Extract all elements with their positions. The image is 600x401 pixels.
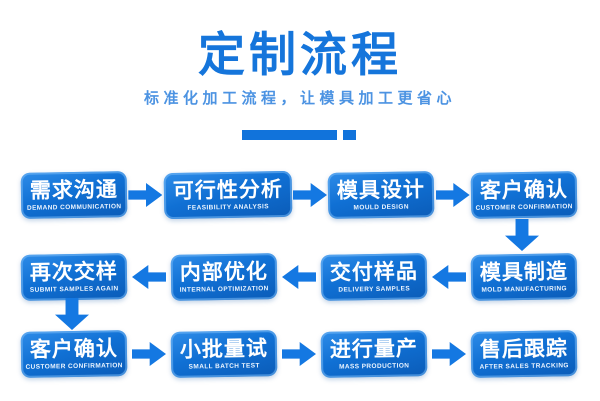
arrow-right-icon xyxy=(132,342,166,366)
arrow-right-icon xyxy=(128,183,163,207)
step-subtitle: MOLD MANUFACTURING xyxy=(481,284,568,294)
step-title: 客户确认 xyxy=(29,336,119,362)
step-subtitle: CUSTOMER CONFIRMATION xyxy=(25,361,123,371)
step-title: 小批量试 xyxy=(179,336,269,362)
step-title: 交付样品 xyxy=(329,259,419,285)
title-underline-bar xyxy=(242,130,337,140)
step-subtitle: DEMAND COMMUNICATION xyxy=(26,202,122,212)
title-underline-square xyxy=(343,130,356,140)
step-title: 售后跟踪 xyxy=(479,336,569,362)
step-subtitle: AFTER SALES TRACKING xyxy=(479,361,569,371)
step-subtitle: DELIVERY SAMPLES xyxy=(338,284,411,294)
step-title: 模具设计 xyxy=(337,177,426,203)
step-title: 内部优化 xyxy=(179,259,269,285)
page-subtitle: 标准化加工流程，让模具加工更省心 xyxy=(143,90,456,107)
step-subtitle: CUSTOMER CONFIRMATION xyxy=(475,202,573,212)
step-mass-production: 进行量产 MASS PRODUCTION xyxy=(320,330,428,378)
step-title: 模具制造 xyxy=(479,259,569,285)
step-customer-confirmation-2: 客户确认 CUSTOMER CONFIRMATION xyxy=(20,330,128,378)
step-title: 进行量产 xyxy=(329,336,419,362)
step-subtitle: SUBMIT SAMPLES AGAIN xyxy=(29,284,119,294)
arrow-left-icon xyxy=(282,265,316,289)
step-subtitle: FEASIBILITY ANALYSIS xyxy=(187,202,269,212)
step-mold-manufacturing: 模具制造 MOLD MANUFACTURING xyxy=(470,253,578,301)
step-customer-confirmation-1: 客户确认 CUSTOMER CONFIRMATION xyxy=(470,171,578,219)
step-mould-design: 模具设计 MOULD DESIGN xyxy=(327,171,435,219)
step-subtitle: SMALL BATCH TEST xyxy=(188,361,260,371)
arrow-right-icon xyxy=(435,183,470,207)
step-subtitle: MOULD DESIGN xyxy=(353,203,410,211)
step-subtitle: INTERNAL OPTIMIZATION xyxy=(179,284,269,294)
step-internal-optimization: 内部优化 INTERNAL OPTIMIZATION xyxy=(170,253,278,301)
arrow-down-icon xyxy=(505,219,539,251)
step-submit-samples-again: 再次交样 SUBMIT SAMPLES AGAIN xyxy=(20,253,128,301)
step-title: 再次交样 xyxy=(29,259,119,285)
step-title: 需求沟通 xyxy=(29,177,119,203)
step-delivery-samples: 交付样品 DELIVERY SAMPLES xyxy=(320,253,428,301)
step-title: 客户确认 xyxy=(479,177,569,203)
arrow-right-icon xyxy=(432,342,466,366)
step-small-batch-test: 小批量试 SMALL BATCH TEST xyxy=(170,330,278,378)
page-title: 定制流程 xyxy=(198,28,402,81)
arrow-right-icon xyxy=(282,342,316,366)
flow-row-1: 需求沟通 DEMAND COMMUNICATION 可行性分析 FEASIBIL… xyxy=(20,170,578,220)
arrow-down-icon xyxy=(55,298,89,330)
step-after-sales-tracking: 售后跟踪 AFTER SALES TRACKING xyxy=(470,330,578,378)
step-title: 可行性分析 xyxy=(172,177,283,203)
flow-row-2: 再次交样 SUBMIT SAMPLES AGAIN 内部优化 INTERNAL … xyxy=(20,253,578,301)
arrow-left-icon xyxy=(132,265,166,289)
flow-row-3: 客户确认 CUSTOMER CONFIRMATION 小批量试 SMALL BA… xyxy=(20,330,578,378)
step-subtitle: MASS PRODUCTION xyxy=(339,361,410,371)
step-feasibility-analysis: 可行性分析 FEASIBILITY ANALYSIS xyxy=(163,170,293,220)
arrow-left-icon xyxy=(432,265,466,289)
arrow-right-icon xyxy=(292,183,327,207)
step-demand-communication: 需求沟通 DEMAND COMMUNICATION xyxy=(20,171,128,219)
